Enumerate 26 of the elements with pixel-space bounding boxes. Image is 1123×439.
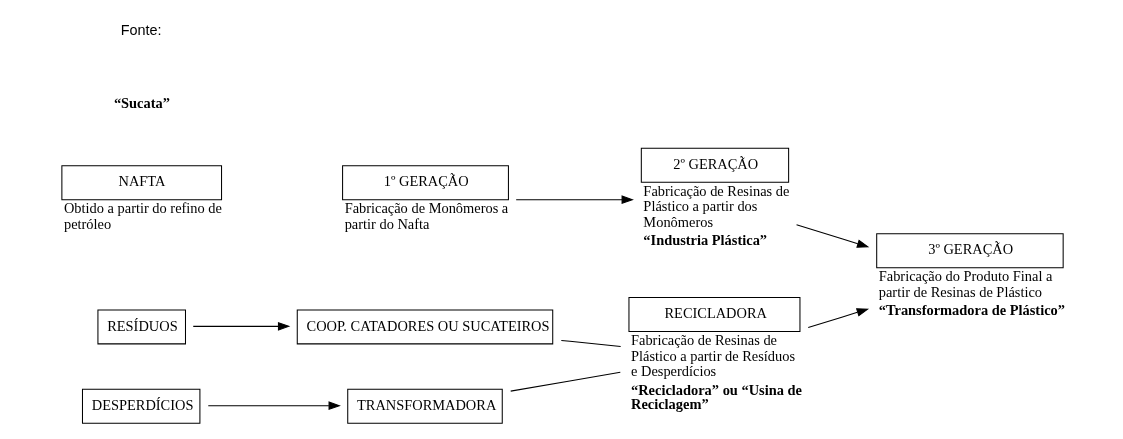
node-box: 3º GERAÇÃO xyxy=(875,233,1064,269)
node-box: 1º GERAÇÃO xyxy=(341,165,509,201)
node-label: Fabricação de Monômeros a partir do Nafta xyxy=(344,200,508,232)
arrow xyxy=(795,224,869,248)
node-label: Fabricação do Produto Final a partir de Resinas de Plástico xyxy=(878,268,1052,300)
node-label: “Recicladora” ou “Usina de Reciclagem” xyxy=(630,381,802,412)
label: Fonte: xyxy=(120,21,162,38)
node-label: “Transformadora de Plástico” xyxy=(878,302,1065,319)
node-box: COOP. CATADORES OU SUCATEIROS xyxy=(296,309,553,345)
arrow xyxy=(515,195,634,204)
node-box: RECICLADORA xyxy=(627,297,800,333)
node-box: 2º GERAÇÃO xyxy=(640,147,789,183)
node-box: TRANSFORMADORA xyxy=(346,388,503,424)
node-box: DESPERDÍCIOS xyxy=(81,388,200,424)
node-label: Fabricação de Resinas de Plástico a partir de Resíduos e Desperdícios xyxy=(630,332,795,380)
node-box: NAFTA xyxy=(60,165,222,201)
arrow xyxy=(192,322,290,331)
node-box: RESÍDUOS xyxy=(96,309,186,345)
arrow xyxy=(807,308,869,329)
label: “Sucata” xyxy=(113,94,170,111)
arrow xyxy=(207,401,341,411)
node-label: Obtido a partir do refino de petróleo xyxy=(63,200,222,232)
connector xyxy=(560,339,621,348)
node-label: Fabricação de Resinas de Plástico a partir dos Monômeros xyxy=(642,182,789,230)
node-label: “Industria Plástica” xyxy=(642,232,767,249)
connector xyxy=(509,371,621,392)
